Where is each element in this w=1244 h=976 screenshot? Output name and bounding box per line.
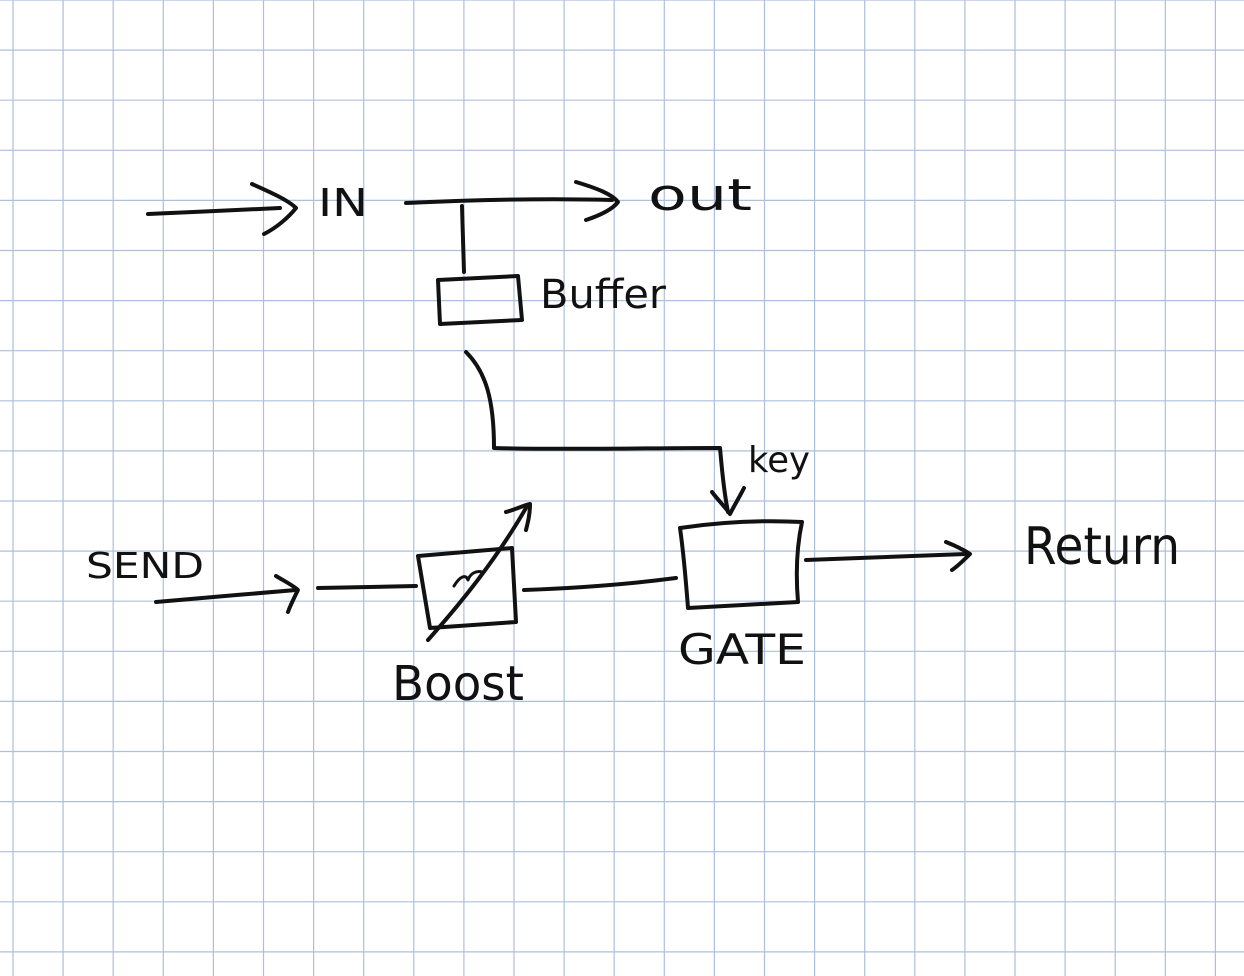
gate-box	[678, 519, 804, 610]
boost-to-gate-line	[522, 576, 678, 592]
return-arrow	[804, 540, 972, 572]
in-label: IN	[318, 181, 368, 225]
send-to-boost-line	[316, 584, 418, 590]
key-line	[464, 350, 730, 514]
send-arrow	[154, 574, 300, 614]
gate-label: GATE	[678, 625, 806, 674]
boost-adjust-arrowhead	[504, 502, 532, 532]
through-line	[404, 180, 620, 222]
boost-label: Boost	[392, 656, 524, 712]
boost-adjust-arrow	[426, 506, 528, 642]
buffer-label: Buffer	[540, 272, 667, 318]
key-label: key	[748, 440, 810, 481]
send-label: SEND	[86, 546, 204, 587]
out-label: out	[648, 170, 752, 221]
buffer-tap-line	[460, 204, 466, 274]
input-arrow	[146, 182, 298, 236]
key-arrowhead	[710, 486, 746, 516]
return-label: Return	[1024, 517, 1180, 577]
boost-box	[416, 546, 518, 630]
buffer-box	[436, 274, 524, 326]
boost-knob-glyph	[452, 570, 484, 588]
